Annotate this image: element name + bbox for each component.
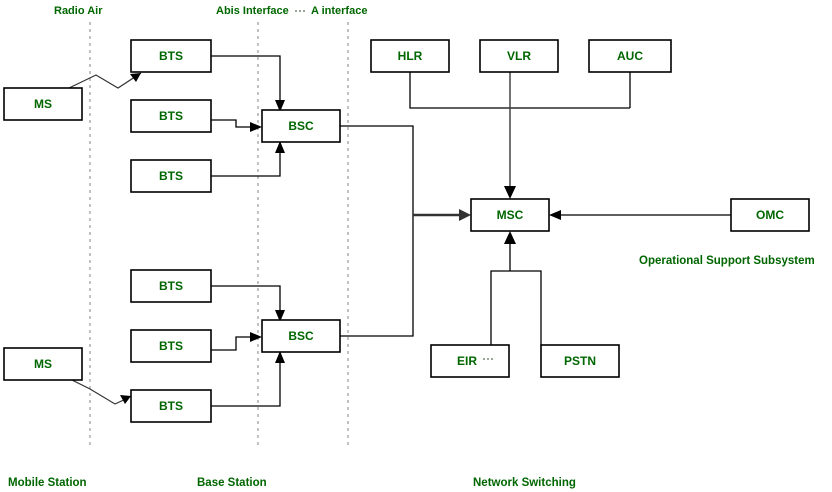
node-label-omc: OMC (756, 208, 784, 222)
node-bts-5[interactable]: BTS (130, 329, 212, 363)
connection-bts-6-to-bsc-lower (211, 351, 285, 407)
node-box-pstn[interactable] (540, 344, 620, 378)
node-bts-1[interactable]: BTS (130, 39, 212, 73)
node-label-vlr: VLR (507, 49, 531, 63)
node-box-bsc-upper[interactable] (261, 109, 341, 143)
node-label-bts-1: BTS (159, 49, 183, 63)
connection-bts-1-to-bsc-upper (211, 55, 285, 112)
node-box-bts-5[interactable] (130, 329, 212, 363)
connection-bts-5-to-bsc-lower (211, 332, 262, 351)
node-label-hlr: HLR (398, 49, 423, 63)
node-bsc-lower[interactable]: BSC (261, 319, 341, 353)
label-network-switching: Network Switching (473, 477, 576, 489)
connection-ms-lower-to-bts-6 (71, 379, 131, 405)
label-radio-air: Radio Air (54, 5, 103, 17)
connection-vlr-to-msc (504, 72, 516, 199)
node-label-ms-lower: MS (34, 357, 52, 371)
connection-bsc-bus-to-msc (340, 125, 471, 337)
node-label-eir: EIR (457, 354, 477, 368)
node-hlr[interactable]: HLR (370, 39, 450, 73)
label-a-interface: A interface (311, 5, 367, 17)
node-label-ms-upper: MS (34, 97, 52, 111)
node-box-omc[interactable] (730, 198, 810, 232)
node-msc[interactable]: MSC (470, 198, 550, 232)
node-box-ms-upper[interactable] (3, 87, 83, 121)
node-label-bts-4: BTS (159, 279, 183, 293)
node-label-bsc-upper: BSC (288, 119, 314, 133)
node-eir[interactable]: EIR (430, 344, 510, 378)
node-box-bts-3[interactable] (130, 159, 212, 193)
label-base-station: Base Station (197, 477, 267, 489)
label-operational-support-subsystem: Operational Support Subsystem (639, 255, 815, 267)
node-auc[interactable]: AUC (588, 39, 672, 73)
connection-bts-4-to-bsc-lower (211, 285, 285, 322)
connection-eir-pstn-to-msc (490, 231, 542, 345)
node-box-vlr[interactable] (479, 39, 559, 73)
node-label-auc: AUC (617, 49, 643, 63)
connections-layer (66, 55, 731, 407)
connection-ms-upper-to-bts-1 (66, 72, 142, 90)
node-box-bts-2[interactable] (130, 99, 212, 133)
node-box-msc[interactable] (470, 198, 550, 232)
node-box-bts-6[interactable] (130, 389, 212, 423)
node-box-auc[interactable] (588, 39, 672, 73)
node-ms-upper[interactable]: MS (3, 87, 83, 121)
node-bts-4[interactable]: BTS (130, 269, 212, 303)
node-bsc-upper[interactable]: BSC (261, 109, 341, 143)
node-box-bts-1[interactable] (130, 39, 212, 73)
node-label-bts-5: BTS (159, 339, 183, 353)
node-omc[interactable]: OMC (730, 198, 810, 232)
node-box-bts-4[interactable] (130, 269, 212, 303)
subsystem-labels-layer: Mobile Station Base Station Network Swit… (8, 255, 815, 489)
node-box-eir[interactable] (430, 344, 510, 378)
interface-labels-layer: Radio Air Abis Interface A interface (54, 5, 367, 17)
node-label-bts-2: BTS (159, 109, 183, 123)
label-abis-interface: Abis Interface (216, 5, 289, 17)
node-bts-2[interactable]: BTS (130, 99, 212, 133)
node-label-bts-6: BTS (159, 399, 183, 413)
interface-dividers (89, 22, 349, 448)
node-pstn[interactable]: PSTN (540, 344, 620, 378)
abis-dots-artifact (295, 10, 305, 12)
node-label-msc: MSC (497, 208, 524, 222)
node-vlr[interactable]: VLR (479, 39, 559, 73)
node-ms-lower[interactable]: MS (3, 347, 83, 381)
connection-omc-to-msc (549, 210, 731, 220)
node-label-bts-3: BTS (159, 169, 183, 183)
node-box-bsc-lower[interactable] (261, 319, 341, 353)
connection-hlr-to-bus (409, 72, 630, 109)
connection-bts-2-to-bsc-upper (211, 119, 262, 132)
node-label-pstn: PSTN (564, 354, 596, 368)
node-bts-3[interactable]: BTS (130, 159, 212, 193)
node-bts-6[interactable]: BTS (130, 389, 212, 423)
connection-bts-3-to-bsc-upper (211, 141, 285, 177)
node-label-bsc-lower: BSC (288, 329, 314, 343)
node-box-hlr[interactable] (370, 39, 450, 73)
nodes-layer: MS MS BTS BTS BTS BTS (3, 39, 810, 423)
eir-dots-artifact (483, 358, 493, 360)
label-mobile-station: Mobile Station (8, 477, 87, 489)
node-box-ms-lower[interactable] (3, 347, 83, 381)
